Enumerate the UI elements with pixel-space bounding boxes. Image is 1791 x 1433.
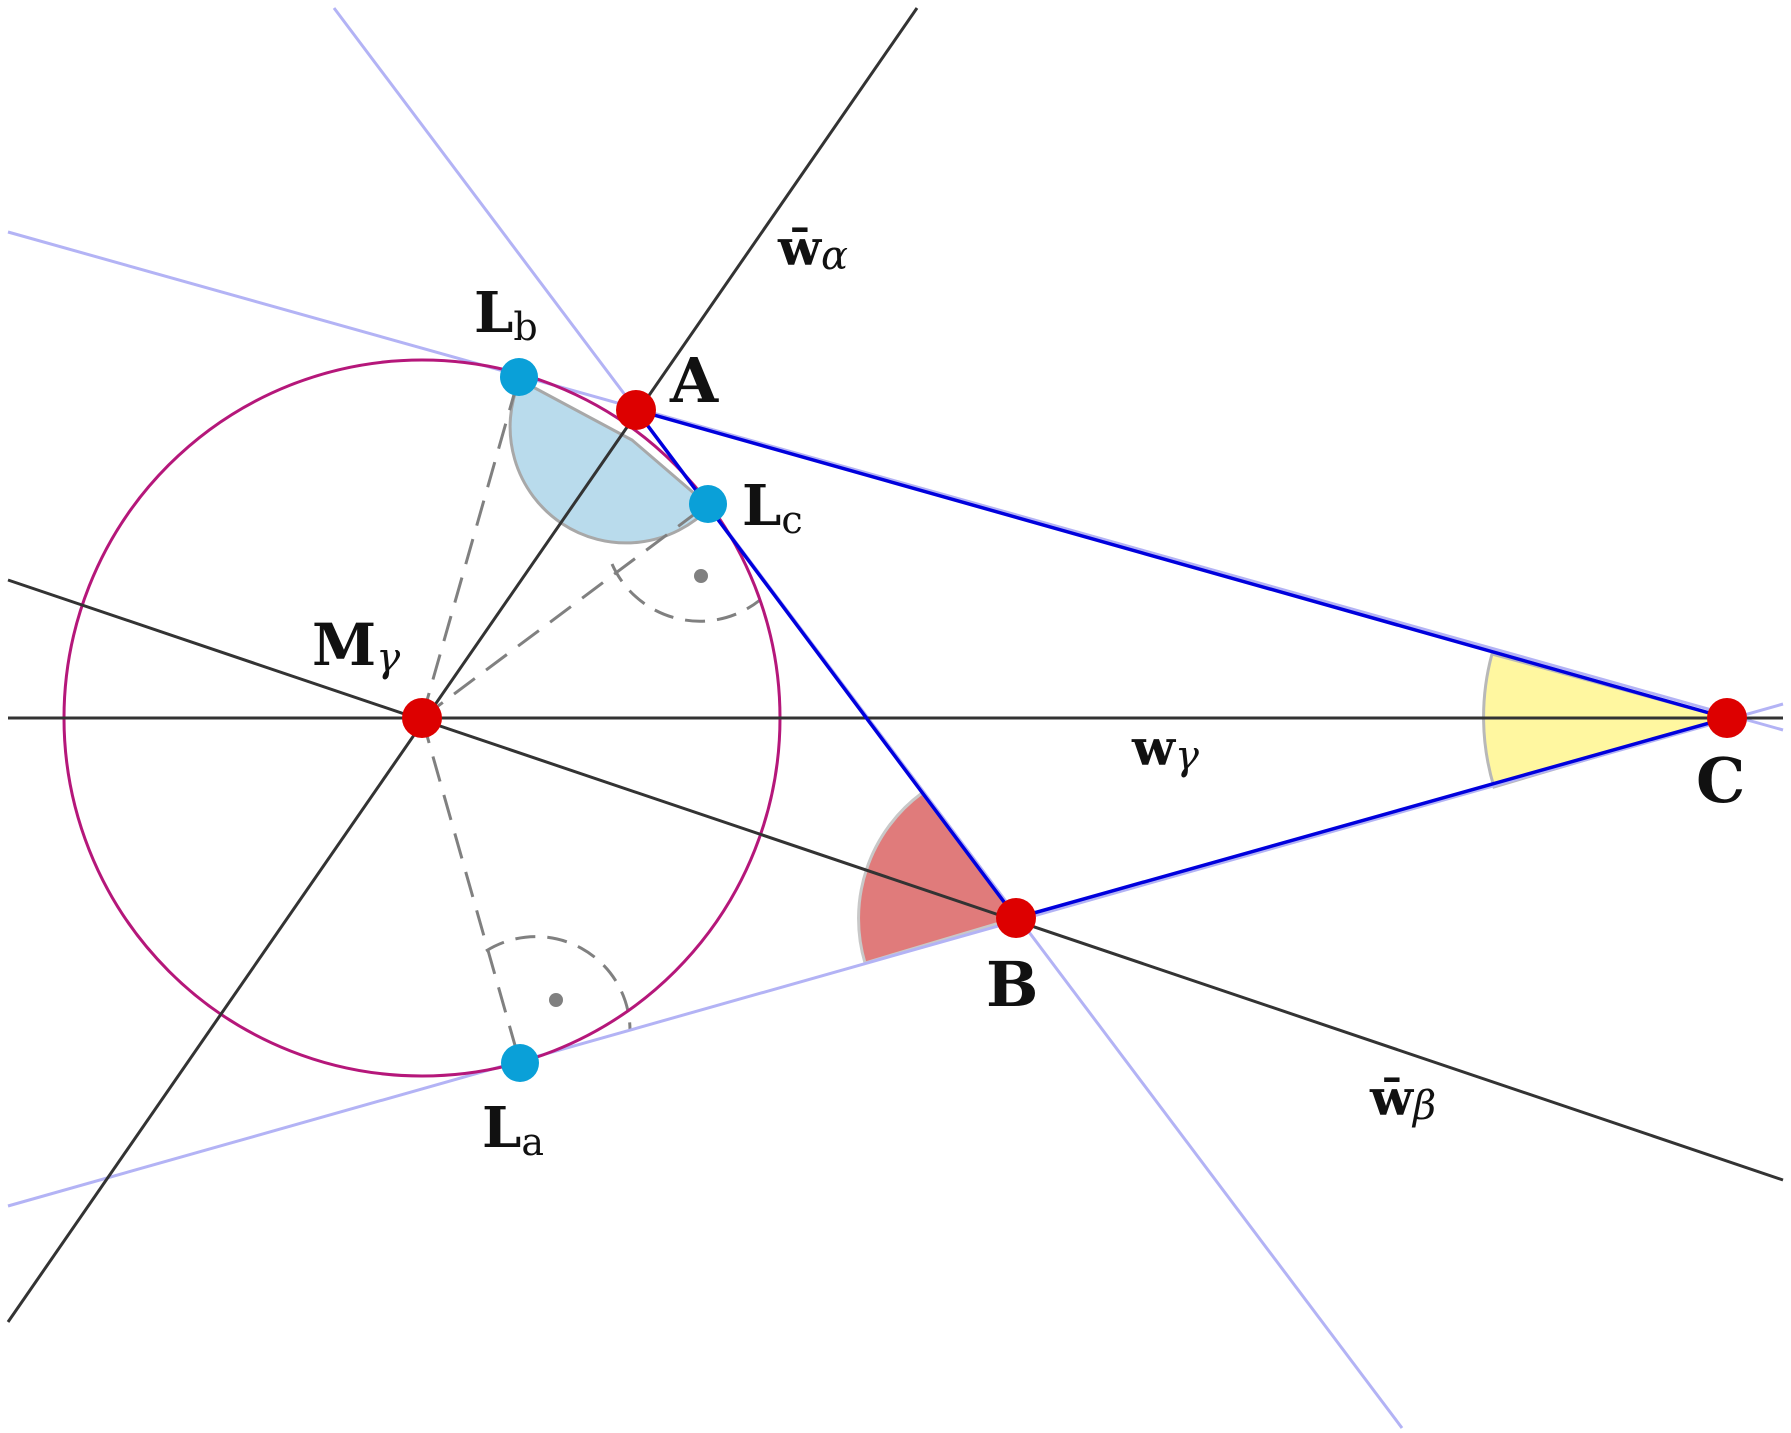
label-la: La bbox=[482, 1095, 544, 1164]
right-angle-arc-la bbox=[485, 935, 632, 1031]
line-ac-extended bbox=[7, 230, 1784, 732]
triangle-abc bbox=[631, 406, 1734, 921]
point-la[interactable] bbox=[501, 1044, 539, 1082]
bisector-w-alpha bbox=[6, 7, 919, 1323]
point-m-gamma[interactable] bbox=[402, 698, 442, 738]
label-lc: Lc bbox=[742, 473, 803, 542]
line-bc-extended bbox=[7, 702, 1784, 1208]
point-lc[interactable] bbox=[689, 485, 727, 523]
point-c[interactable] bbox=[1707, 698, 1747, 738]
angle-gamma-sector bbox=[1482, 652, 1733, 789]
radius-to-lc bbox=[421, 502, 709, 720]
radius-to-lb bbox=[420, 376, 521, 719]
angle-beta-sector bbox=[857, 790, 1019, 965]
right-angle-dot-lc bbox=[694, 569, 708, 583]
right-angle-arc-lc bbox=[610, 563, 761, 623]
label-m-gamma: Mγ bbox=[312, 611, 400, 681]
point-b[interactable] bbox=[996, 898, 1036, 938]
label-b: B bbox=[986, 948, 1038, 1021]
bisector-w-beta bbox=[7, 578, 1784, 1182]
right-angle-dot-la bbox=[549, 993, 563, 1007]
label-w-beta: w̄β bbox=[1369, 1068, 1436, 1129]
label-lb: Lb bbox=[474, 280, 538, 349]
angle-alpha-sector bbox=[508, 377, 713, 545]
point-lb[interactable] bbox=[500, 358, 538, 396]
radius-to-la bbox=[420, 717, 522, 1064]
label-c: C bbox=[1696, 744, 1745, 817]
label-a: A bbox=[669, 344, 719, 417]
label-w-alpha: w̄α bbox=[777, 218, 848, 279]
point-a[interactable] bbox=[616, 390, 656, 430]
label-w-gamma: wγ bbox=[1131, 718, 1199, 779]
